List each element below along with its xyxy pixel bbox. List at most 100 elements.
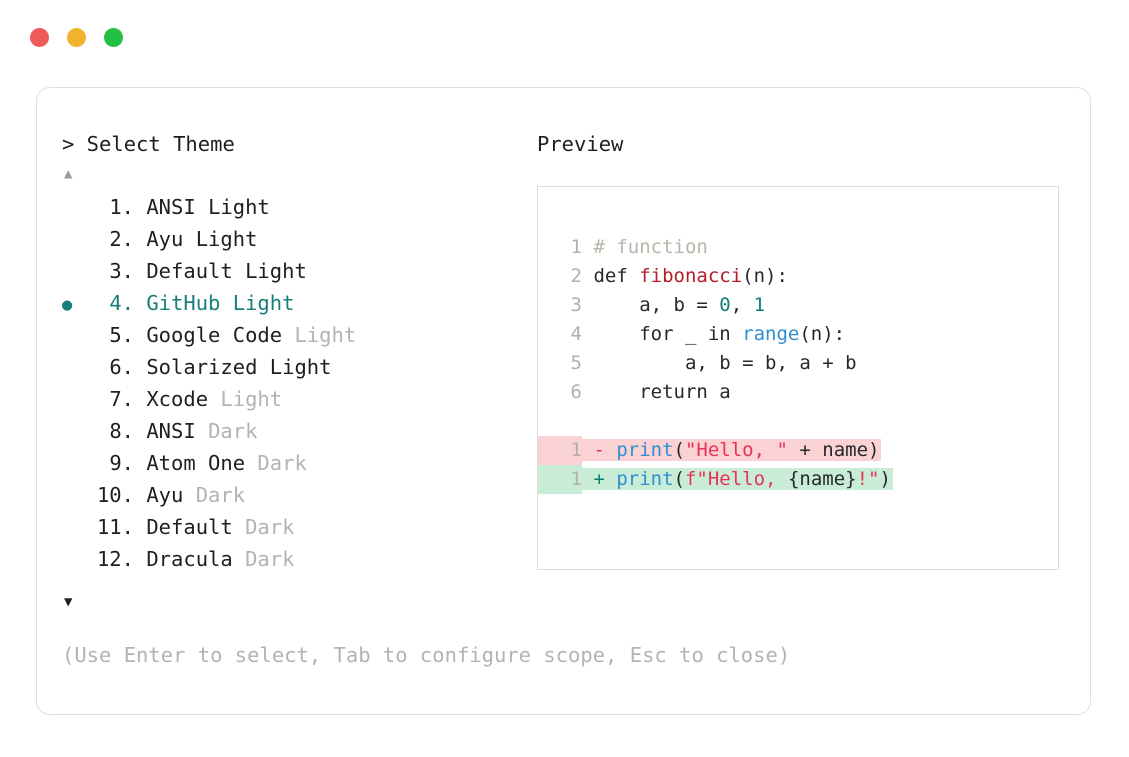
theme-variant-label: Dark <box>257 451 307 475</box>
minimize-dot[interactable] <box>67 28 86 47</box>
code-token: range <box>742 323 800 345</box>
code-line: 6 return a <box>538 378 1058 407</box>
theme-name: ANSI <box>134 195 209 219</box>
code-text: return a <box>582 381 731 403</box>
theme-variant-label: Light <box>208 195 270 219</box>
theme-list-item[interactable]: 6. Solarized Light <box>62 351 532 383</box>
theme-variant-label: Dark <box>245 547 295 571</box>
code-text: # function <box>582 236 708 258</box>
theme-name: Ayu <box>134 227 196 251</box>
theme-list-item[interactable]: 1. ANSI Light <box>62 191 532 223</box>
theme-list-item[interactable]: 5. Google Code Light <box>62 319 532 351</box>
theme-variant-label: Light <box>232 291 295 315</box>
theme-list-item[interactable]: ●4. GitHub Light <box>62 287 532 319</box>
theme-name: Xcode <box>134 387 221 411</box>
theme-list-item[interactable]: 7. Xcode Light <box>62 383 532 415</box>
code-line: 4 for _ in range(n): <box>538 320 1058 349</box>
code-line: 1 # function <box>538 233 1058 262</box>
theme-list-item[interactable]: 9. Atom One Dark <box>62 447 532 479</box>
line-number: 5 <box>570 352 582 374</box>
line-number: 2 <box>570 265 582 287</box>
code-token: "Hello, " <box>684 439 788 461</box>
theme-name: ANSI <box>134 419 209 443</box>
theme-index: 9. <box>109 451 134 475</box>
theme-index: 3. <box>109 259 134 283</box>
code-text: for _ in range(n): <box>582 323 845 345</box>
code-token: ( <box>673 439 685 461</box>
code-token: 1 <box>753 294 766 316</box>
diff-text: - print("Hello, " + name) <box>582 439 882 461</box>
diff-sign: - <box>582 439 617 461</box>
diff-line-removed: 1 - print("Hello, " + name) <box>538 436 1058 465</box>
diff-text: + print(f"Hello, {name}!") <box>582 468 893 490</box>
code-token: f"Hello, <box>684 468 788 490</box>
code-token: , <box>730 294 754 316</box>
scroll-down-icon[interactable]: ▼ <box>64 594 73 610</box>
theme-list-item[interactable]: 2. Ayu Light <box>62 223 532 255</box>
code-token: def <box>582 265 640 287</box>
theme-list-item[interactable]: 3. Default Light <box>62 255 532 287</box>
line-number: 1 <box>570 236 582 258</box>
theme-name: GitHub <box>134 291 233 315</box>
theme-index: 7. <box>109 387 134 411</box>
theme-list-item[interactable]: 8. ANSI Dark <box>62 415 532 447</box>
theme-index: 12. <box>96 547 134 571</box>
theme-list-item[interactable]: 11. Default Dark <box>62 511 532 543</box>
code-token: {name} <box>787 468 857 490</box>
theme-variant-label: Light <box>294 323 357 347</box>
theme-index: 5. <box>109 323 134 347</box>
preview-title: Preview <box>537 132 624 156</box>
code-token: (n): <box>742 265 788 287</box>
diff-body: 1 - print("Hello, " + name)1 + print(f"H… <box>538 436 1058 494</box>
code-token: return a <box>582 381 731 403</box>
theme-index: 6. <box>109 355 134 379</box>
code-line: 5 a, b = b, a + b <box>538 349 1058 378</box>
code-token: # function <box>582 236 708 258</box>
code-token: + name) <box>787 439 880 461</box>
line-number: 4 <box>570 323 582 345</box>
theme-variant-label: Dark <box>195 483 246 507</box>
code-token: fibonacci <box>639 265 743 287</box>
keyboard-hint: (Use Enter to select, Tab to configure s… <box>62 643 791 667</box>
page-title: > Select Theme <box>62 132 235 156</box>
line-number: 1 <box>538 465 582 494</box>
theme-list-item[interactable]: 12. Dracula Dark <box>62 543 532 575</box>
theme-list-item[interactable]: 10. Ayu Dark <box>62 479 532 511</box>
theme-index: 8. <box>109 419 134 443</box>
theme-index: 1. <box>109 195 134 219</box>
theme-variant-label: Light <box>220 387 283 411</box>
theme-index: 2. <box>109 227 134 251</box>
code-line: 2 def fibonacci(n): <box>538 262 1058 291</box>
diff-line-added: 1 + print(f"Hello, {name}!") <box>538 465 1058 494</box>
theme-variant-label: Dark <box>245 515 295 539</box>
code-token: !" <box>856 468 880 490</box>
maximize-dot[interactable] <box>104 28 123 47</box>
theme-name: Ayu <box>134 483 196 507</box>
line-number: 1 <box>538 436 582 465</box>
theme-name: Google Code <box>134 323 295 347</box>
line-number: 3 <box>570 294 582 316</box>
code-token: ) <box>879 468 891 490</box>
theme-variant-label: Light <box>195 227 258 251</box>
close-dot[interactable] <box>30 28 49 47</box>
diff-sign: + <box>582 468 617 490</box>
theme-variant-label: Light <box>269 355 332 379</box>
code-token: print <box>616 439 674 461</box>
window-traffic-lights <box>30 28 123 47</box>
code-text: a, b = b, a + b <box>582 352 857 374</box>
code-token: for _ in <box>582 323 743 345</box>
theme-variant-label: Dark <box>208 419 258 443</box>
scroll-up-icon[interactable]: ▲ <box>64 166 73 182</box>
selected-bullet-icon: ● <box>62 295 73 315</box>
theme-name: Default <box>134 515 246 539</box>
code-token: a, b = b, a + b <box>582 352 857 374</box>
theme-name: Solarized <box>134 355 270 379</box>
code-token: a, b = <box>582 294 720 316</box>
theme-index: 11. <box>96 515 134 539</box>
